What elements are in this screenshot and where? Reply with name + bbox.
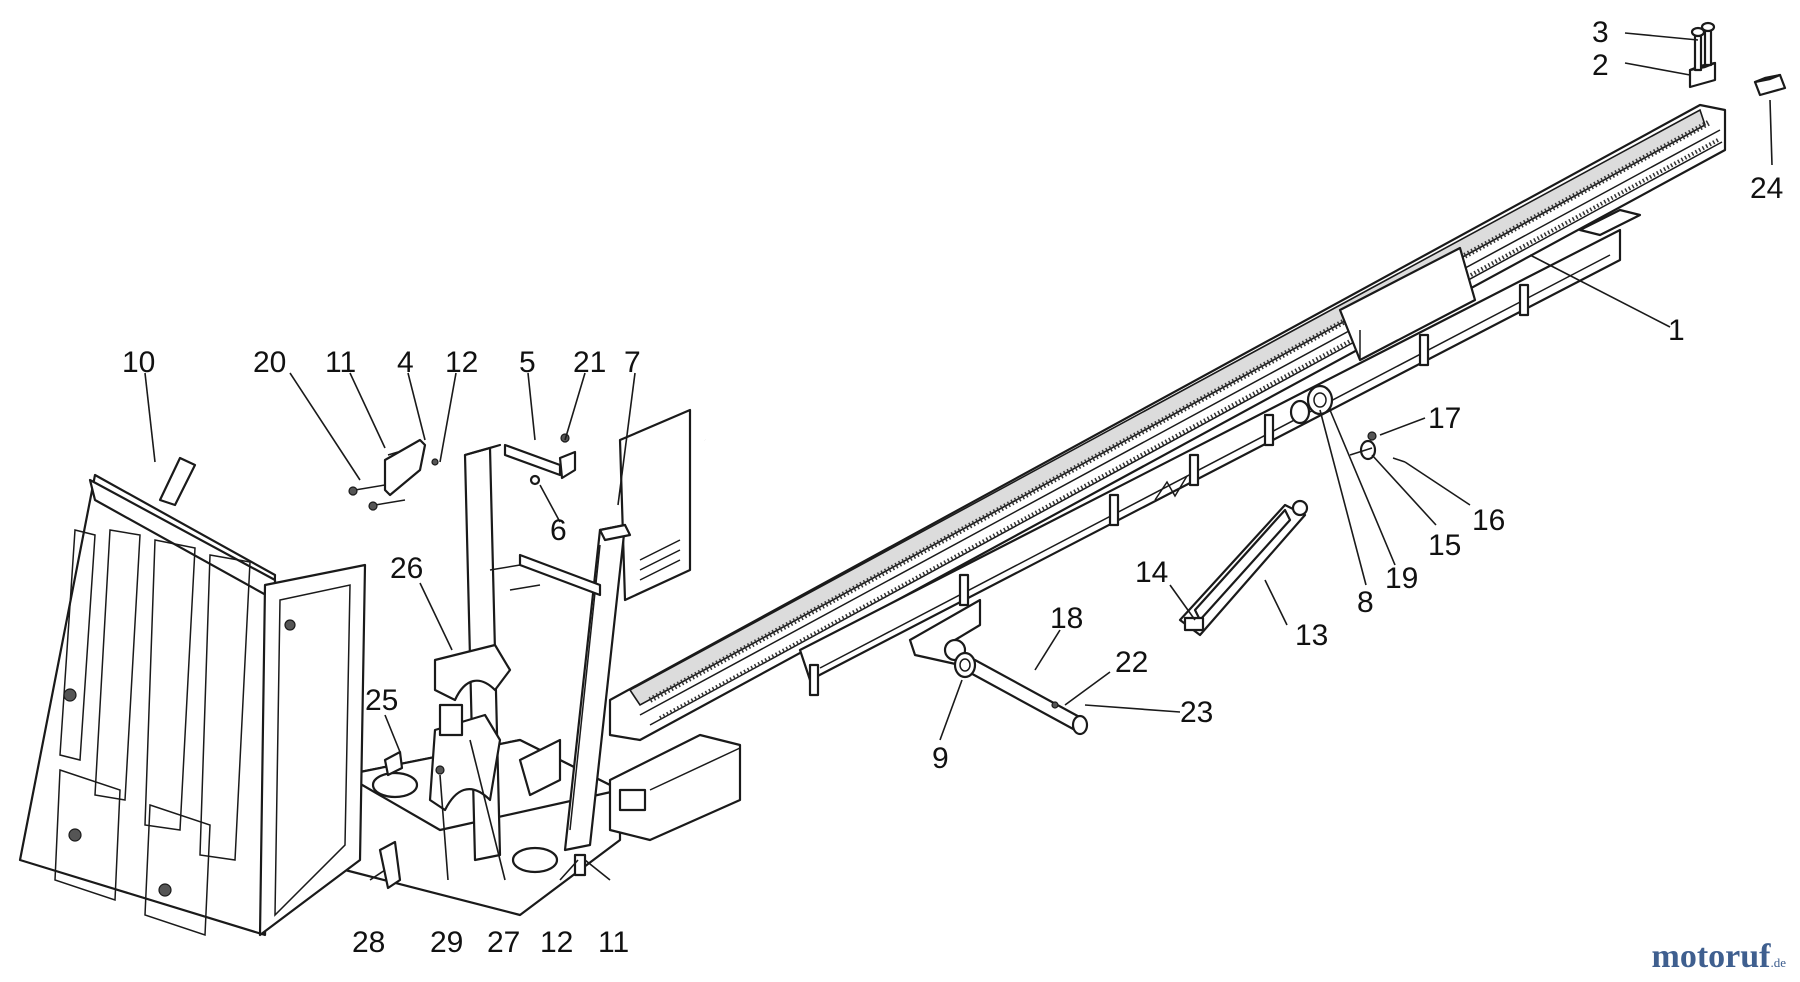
callout-11a: 11 — [325, 346, 356, 379]
main-rail-beam — [608, 103, 1727, 742]
lower-frame — [798, 228, 1622, 697]
callout-10: 10 — [122, 346, 155, 379]
callout-14: 14 — [1135, 556, 1168, 589]
bolt-3b — [1700, 21, 1716, 67]
block-24 — [1753, 73, 1787, 97]
callout-23: 23 — [1180, 696, 1213, 729]
callout-27: 27 — [487, 926, 520, 959]
callout-13: 13 — [1295, 619, 1328, 652]
bolt-20a — [348, 484, 386, 496]
bushing-8 — [1289, 399, 1311, 425]
watermark-logo: motoruf.de — [1652, 938, 1787, 976]
callout-25: 25 — [365, 684, 398, 717]
callout-18: 18 — [1050, 602, 1083, 635]
bracket-plate-4 — [383, 438, 427, 497]
callout-6: 6 — [550, 514, 567, 547]
callout-7: 7 — [624, 346, 641, 379]
bushing-19 — [1306, 384, 1334, 416]
guard-frame — [18, 456, 367, 937]
callout-3: 3 — [1592, 16, 1609, 49]
clamp-jaw-27 — [428, 703, 502, 812]
clip-28 — [378, 840, 402, 890]
bolt-16 — [1392, 457, 1406, 463]
bolt-arm — [489, 564, 541, 591]
callout-17: 17 — [1428, 402, 1461, 435]
callout-4: 4 — [397, 346, 414, 379]
watermark-text: motoruf — [1651, 938, 1771, 975]
nut-12a — [431, 458, 439, 466]
callout-29: 29 — [430, 926, 463, 959]
callout-labels: 1 2 3 4 5 6 7 8 9 10 11 12 13 14 15 16 1… — [122, 16, 1783, 959]
center-bracket — [908, 598, 982, 667]
clamp-jaw-26 — [433, 643, 512, 702]
bracket-arm — [518, 553, 602, 597]
foot-12b — [573, 853, 587, 877]
callout-21: 21 — [573, 346, 606, 379]
callout-11b: 11 — [598, 926, 629, 959]
end-housing — [608, 733, 742, 842]
block-2 — [1688, 61, 1717, 89]
callout-24: 24 — [1750, 172, 1783, 205]
hydraulic-cylinder — [1178, 499, 1309, 637]
bolt-20b — [368, 499, 406, 511]
bolt-3a — [1690, 26, 1706, 72]
nut-6 — [529, 474, 541, 486]
nut-17 — [1367, 431, 1377, 441]
callout-8: 8 — [1357, 586, 1374, 619]
pin-shaft-18 — [963, 658, 1089, 736]
callout-1: 1 — [1668, 314, 1685, 347]
bolt-11a — [387, 451, 399, 456]
callout-15: 15 — [1428, 529, 1461, 562]
bracket-plate-5 — [503, 443, 577, 480]
ring-9 — [953, 651, 977, 679]
callout-12a: 12 — [445, 346, 478, 379]
callout-5: 5 — [519, 346, 536, 379]
callout-26: 26 — [390, 552, 423, 585]
pin-17 — [1349, 447, 1373, 456]
callout-22: 22 — [1115, 646, 1148, 679]
latch-25 — [383, 750, 404, 777]
leader-lines — [144, 32, 1773, 881]
handle-loop — [618, 394, 707, 602]
clamp-pivot-29 — [435, 765, 445, 775]
callout-12b: 12 — [540, 926, 573, 959]
callout-16: 16 — [1472, 504, 1505, 537]
callout-20: 20 — [253, 346, 286, 379]
callout-28: 28 — [352, 926, 385, 959]
callout-2: 2 — [1592, 49, 1609, 82]
callout-19: 19 — [1385, 562, 1418, 595]
watermark-suffix: .de — [1770, 955, 1786, 970]
callout-9: 9 — [932, 742, 949, 775]
